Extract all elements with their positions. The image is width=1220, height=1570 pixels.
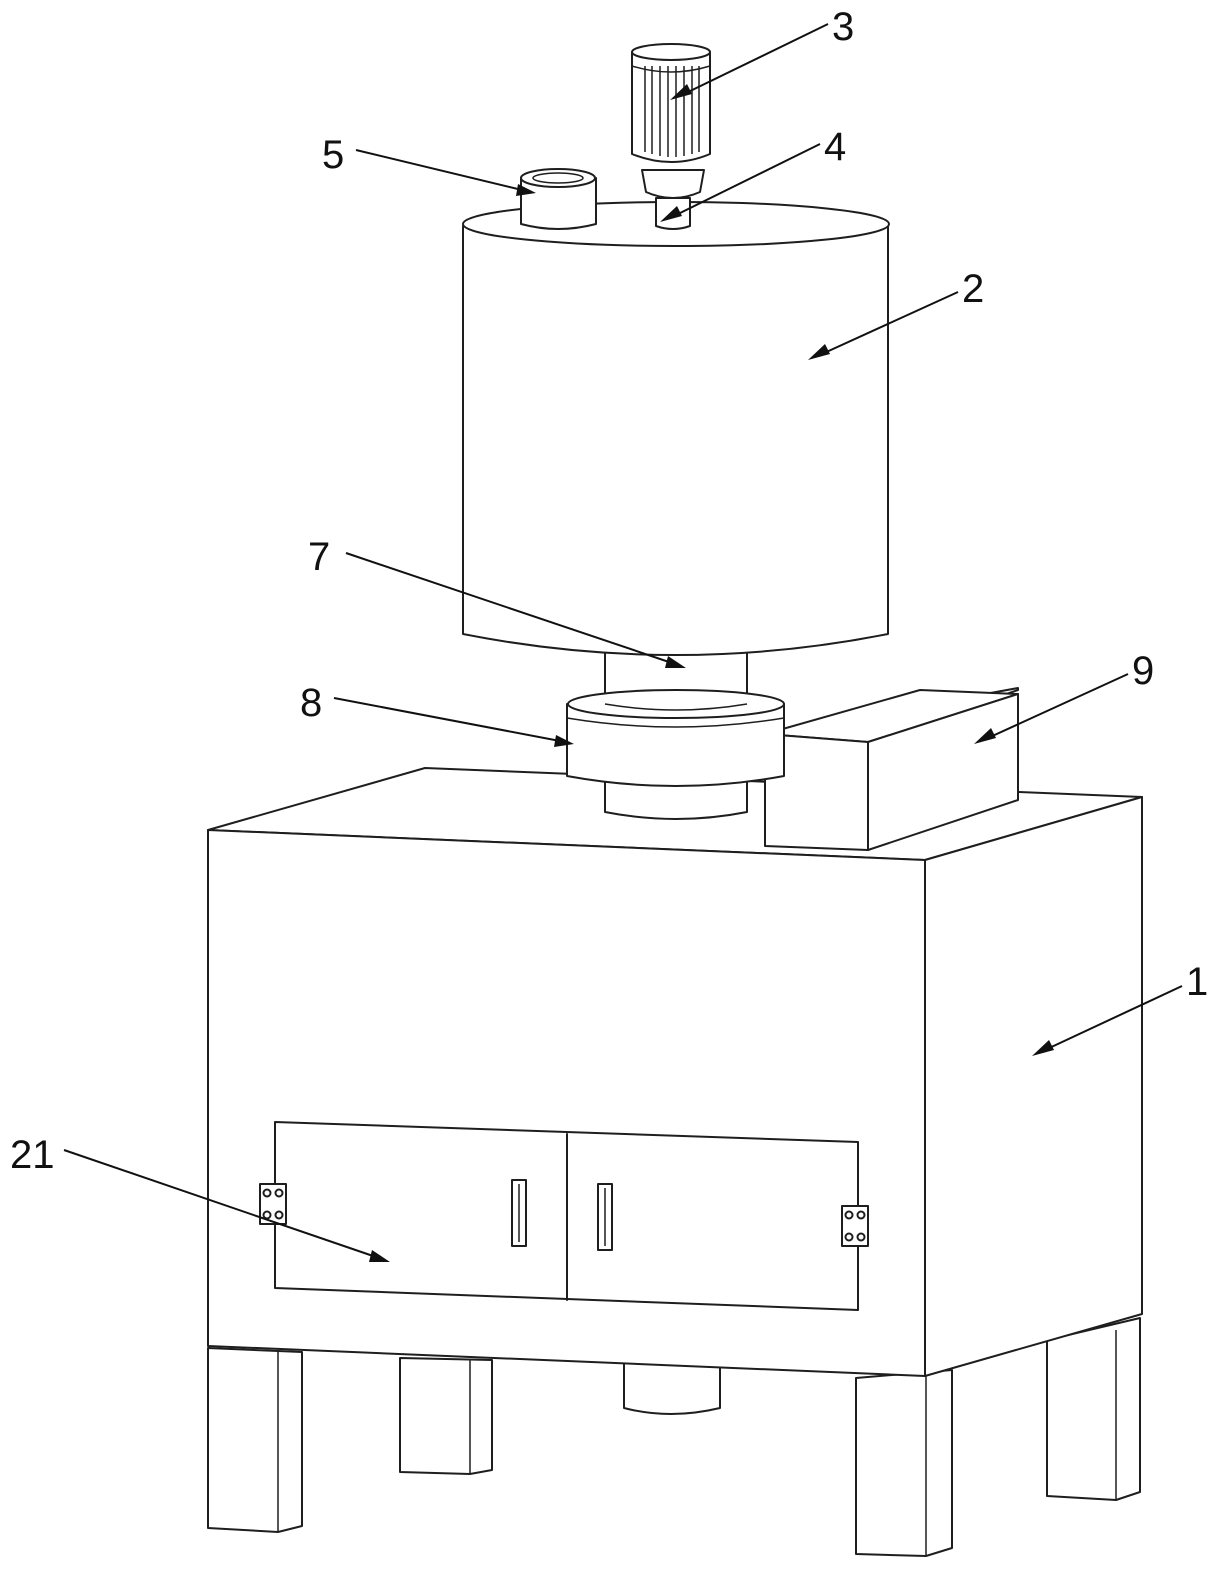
callout-4-label: 4 xyxy=(824,125,846,169)
cabinet-right-face xyxy=(924,796,1143,1377)
outlet-assembly xyxy=(566,639,785,820)
callout-5-label: 5 xyxy=(322,133,344,177)
feed-inlet xyxy=(520,168,597,230)
right-hinge xyxy=(841,1205,869,1247)
leg-back-left xyxy=(399,1357,493,1475)
cabinet-doors xyxy=(259,1121,869,1311)
drive-box-right xyxy=(867,693,1019,851)
callout-21-label: 21 xyxy=(10,1133,55,1177)
callout-8-label: 8 xyxy=(300,681,322,725)
tank-body xyxy=(462,225,889,656)
leg-front-right xyxy=(855,1369,953,1557)
leg-back-right xyxy=(1046,1317,1141,1501)
drive-box xyxy=(764,687,1019,851)
main-tank xyxy=(462,201,890,656)
callout-1-label: 1 xyxy=(1186,960,1208,1004)
discharge-pipe xyxy=(623,1361,721,1415)
callouts: 1 2 3 4 5 7 8 9 21 xyxy=(10,5,1208,1262)
callout-2-label: 2 xyxy=(962,267,984,311)
callout-3-label: 3 xyxy=(832,5,854,49)
left-hinge xyxy=(259,1183,287,1225)
callout-9-label: 9 xyxy=(1132,649,1154,693)
callout-7-label: 7 xyxy=(308,535,330,579)
leg-front-left xyxy=(207,1347,303,1533)
stirring-motor xyxy=(631,43,711,230)
